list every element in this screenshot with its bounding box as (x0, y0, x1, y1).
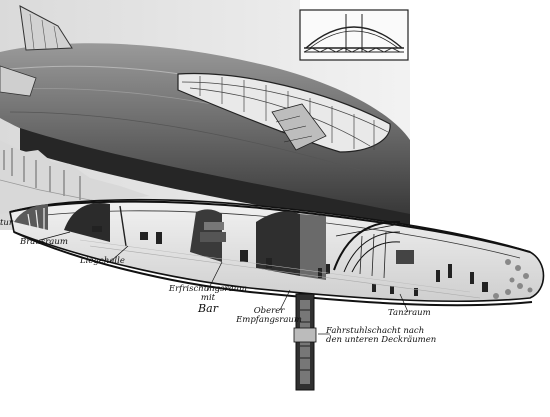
label-liegehalle: Liegehalle (80, 256, 125, 266)
label-erfrischungsraum: Erfrischungsraum mit Bar (168, 285, 248, 315)
label-erfrischungsraum-line1: Erfrischungsraum (168, 284, 248, 294)
label-fahrstuhlschacht-line2: den unteren Deckräumen (326, 335, 437, 345)
label-brausraum: Brausraum (20, 237, 68, 247)
label-edge-left: tur (0, 218, 13, 228)
inset-cross-section-diagram (299, 9, 409, 61)
passenger-deck-cutaway (9, 198, 545, 307)
label-empfangsraum: Oberer Empfangsraum (234, 307, 304, 325)
airship-hull (0, 5, 410, 232)
label-leader-lines (39, 231, 409, 335)
glass-observation-dome (177, 72, 391, 153)
label-fahrstuhlschacht: Fahrstuhlschacht nach den unteren Deckrä… (326, 327, 436, 345)
label-erfrischungsraum-line2: mit (200, 293, 216, 303)
passenger-figures (92, 222, 488, 296)
label-fahrstuhlschacht-line1: Fahrstuhlschacht nach (326, 326, 425, 336)
city-background (0, 140, 151, 214)
label-tanzraum: Tanzraum (388, 308, 431, 318)
elevator-shaft (293, 293, 317, 391)
label-empfangsraum-line1: Oberer (253, 306, 285, 316)
stern-lights (493, 259, 533, 299)
label-empfangsraum-line2: Empfangsraum (236, 315, 302, 325)
label-erfrischungsraum-line3: Bar (198, 302, 218, 315)
